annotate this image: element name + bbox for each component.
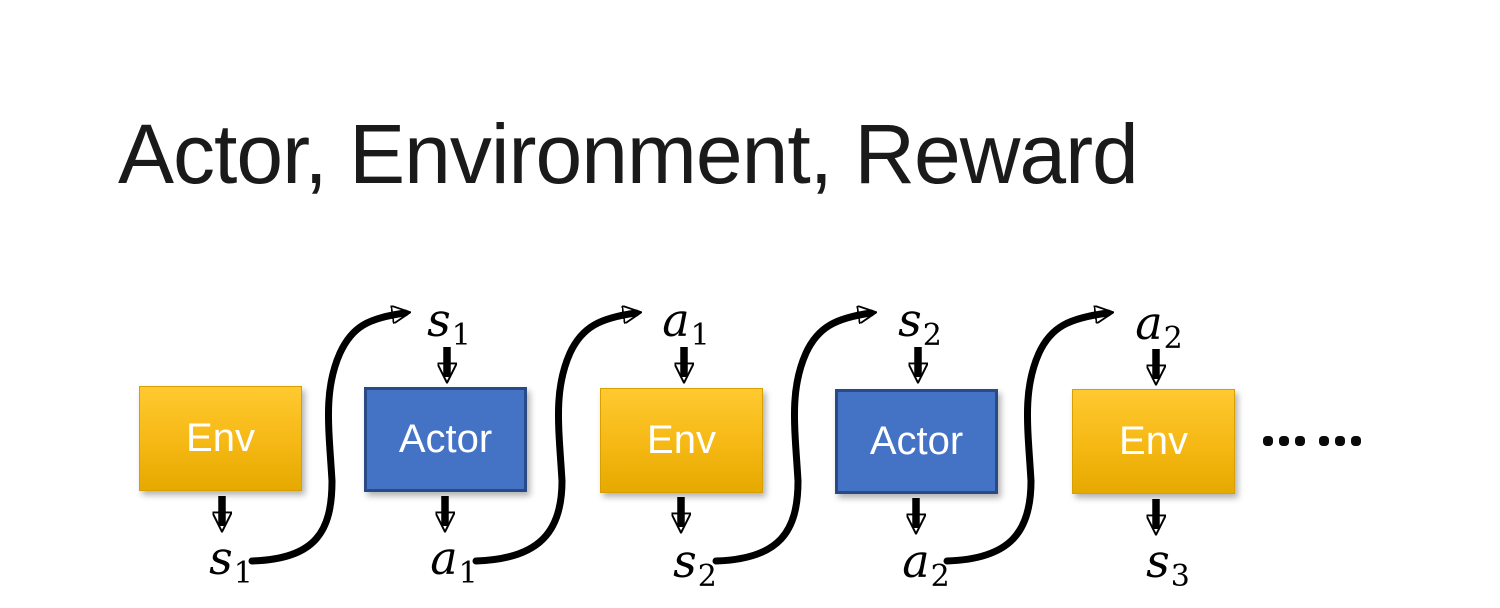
actor-box-2: Actor	[835, 389, 998, 494]
ellipsis-dot	[1295, 436, 1305, 446]
ellipsis-dot	[1335, 436, 1345, 446]
actor-box-1-label: Actor	[398, 417, 493, 461]
env-box-2: Env	[600, 388, 763, 493]
ellipsis-dot	[1279, 436, 1289, 446]
bottom-label-a1: a1	[430, 531, 478, 591]
bottom-label-a2: a2	[902, 534, 950, 594]
env-box-3: Env	[1072, 389, 1235, 494]
ellipsis-dot	[1319, 436, 1329, 446]
ellipsis-dot	[1351, 436, 1361, 446]
top-label-s1: s1	[427, 293, 471, 353]
env-box-1-label: Env	[186, 416, 255, 460]
top-label-a1: a1	[662, 293, 710, 353]
bottom-label-s3: s3	[1146, 534, 1190, 594]
top-label-s2: s2	[898, 293, 942, 353]
bottom-label-s2: s2	[673, 534, 717, 594]
top-label-a2: a2	[1135, 296, 1183, 356]
ellipsis-dot	[1263, 436, 1273, 446]
slide-title: Actor, Environment, Reward	[118, 107, 1139, 201]
actor-box-2-label: Actor	[869, 419, 964, 463]
bottom-label-s1: s1	[209, 531, 253, 591]
env-box-3-label: Env	[1119, 419, 1188, 463]
actor-box-1: Actor	[364, 387, 527, 492]
env-box-2-label: Env	[647, 418, 716, 462]
env-box-1: Env	[139, 386, 302, 491]
continuation-ellipsis: ……	[1263, 436, 1367, 446]
